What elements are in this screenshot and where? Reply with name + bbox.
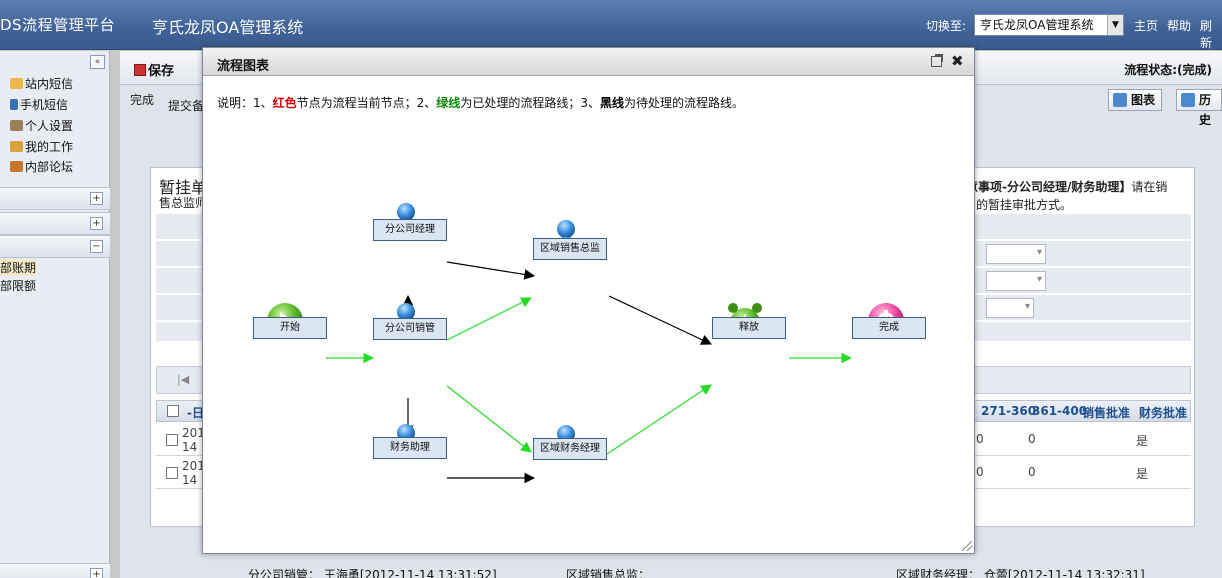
legend-note: 说明：1、红色节点为流程当前节点；2、绿线为已处理的流程路线；3、黑线为待处理的… bbox=[217, 96, 744, 110]
grid-header-cell[interactable]: 销售批准 bbox=[1082, 406, 1131, 420]
approval-regional-finance: 区域财务经理： 仓蕾[2012-11-14 13:32:31] bbox=[896, 568, 1145, 578]
flow-chart-dialog: 流程图表 ✖ 说明：1、红色节点为流程当前节点；2、绿线为已处理的流程路线；3、… bbox=[202, 47, 975, 554]
history-icon bbox=[1181, 93, 1195, 107]
sidebar-item-mail[interactable]: 站内短信 bbox=[10, 75, 73, 93]
sidebar-group-3[interactable]: − bbox=[0, 235, 110, 258]
system-switch-select[interactable]: 亨氏龙凤OA管理系统 ▼ bbox=[974, 14, 1124, 36]
node-finance-assistant[interactable]: 财务助理 bbox=[373, 437, 447, 459]
done-label: 完成 bbox=[130, 93, 155, 107]
grid-header-cell[interactable]: 271-360 bbox=[981, 404, 1037, 418]
sidebar: « 站内短信 手机短信 个人设置 我的工作 内部论坛 + + − 部账期 部限额… bbox=[0, 51, 110, 578]
sidebar-item-sms[interactable]: 手机短信 bbox=[10, 96, 68, 114]
top-header: DS流程管理平台 亨氏龙凤OA管理系统 切换至: 亨氏龙凤OA管理系统 ▼ 主页… bbox=[0, 0, 1222, 50]
chart-button[interactable]: 图表 bbox=[1108, 89, 1163, 111]
submit-label: 提交备 bbox=[168, 99, 205, 113]
form-select[interactable] bbox=[986, 271, 1046, 291]
sidebar-group-2[interactable]: + bbox=[0, 212, 110, 235]
node-regional-sales-director[interactable]: 区域销售总监 bbox=[533, 238, 607, 260]
edge-sales-regional-finance bbox=[446, 385, 532, 453]
expand-icon[interactable]: + bbox=[90, 192, 103, 205]
approval-branch-sales: 分公司销管： 王海勇[2012-11-14 13:31:52] bbox=[248, 568, 497, 578]
expand-icon[interactable]: + bbox=[90, 568, 103, 578]
panel-note: 意事项-分公司经理/财务助理】请在销 bbox=[966, 180, 1168, 194]
date-input[interactable] bbox=[986, 298, 1034, 318]
forum-icon bbox=[10, 161, 23, 172]
work-icon bbox=[10, 141, 23, 152]
sidebar-sub-item[interactable]: 部限额 bbox=[0, 279, 37, 293]
system-switch-value: 亨氏龙凤OA管理系统 bbox=[980, 18, 1094, 32]
sidebar-item-work[interactable]: 我的工作 bbox=[10, 138, 73, 156]
save-button[interactable]: 保存 bbox=[134, 60, 174, 79]
first-page-icon[interactable]: |◀ bbox=[177, 373, 190, 386]
switch-label: 切换至: bbox=[926, 19, 967, 33]
node-release[interactable]: 释放 bbox=[712, 317, 786, 339]
maximize-icon[interactable] bbox=[931, 54, 943, 67]
grid-header-cell[interactable]: 361-400 bbox=[1032, 404, 1088, 418]
chart-icon bbox=[1113, 93, 1127, 107]
mail-icon bbox=[10, 78, 23, 89]
platform-title: DS流程管理平台 bbox=[0, 16, 116, 34]
node-branch-manager[interactable]: 分公司经理 bbox=[373, 219, 447, 241]
panel-subtitle: 售总监师 bbox=[159, 196, 208, 210]
settings-icon bbox=[10, 120, 23, 131]
form-select[interactable] bbox=[986, 244, 1046, 264]
panel-title: 暂挂单 bbox=[159, 178, 208, 197]
edge-regional-sales-release bbox=[608, 295, 712, 345]
node-complete[interactable]: 完成 bbox=[852, 317, 926, 339]
node-branch-sales[interactable]: 分公司销管 bbox=[373, 318, 447, 340]
home-link[interactable]: 主页 bbox=[1134, 19, 1159, 33]
phone-icon bbox=[10, 99, 18, 110]
dialog-title: 流程图表 bbox=[217, 59, 270, 74]
close-icon[interactable]: ✖ bbox=[951, 52, 964, 70]
edge-manager-regional-sales bbox=[446, 261, 536, 280]
edge-sales-regional-sales bbox=[446, 297, 532, 341]
row-checkbox[interactable] bbox=[166, 467, 178, 479]
collapse-sidebar-icon[interactable]: « bbox=[90, 55, 105, 69]
grid-header-cell: -日 bbox=[187, 406, 204, 420]
expand-icon[interactable]: + bbox=[90, 217, 103, 230]
row-checkbox[interactable] bbox=[166, 434, 178, 446]
sidebar-item-settings[interactable]: 个人设置 bbox=[10, 117, 73, 135]
edge-regional-finance-release bbox=[606, 384, 712, 455]
help-link[interactable]: 帮助 bbox=[1167, 19, 1192, 33]
sidebar-group-1[interactable]: + bbox=[0, 187, 110, 210]
resize-grip-icon[interactable] bbox=[962, 541, 972, 551]
workflow-status: 流程状态:(完成) bbox=[1124, 63, 1212, 77]
sidebar-group-bottom[interactable]: + bbox=[0, 563, 110, 578]
system-title: 亨氏龙凤OA管理系统 bbox=[152, 18, 304, 37]
grid-header-cell[interactable]: 财务批准 bbox=[1139, 406, 1188, 420]
save-icon bbox=[134, 64, 146, 76]
dialog-header[interactable]: 流程图表 ✖ bbox=[203, 48, 974, 76]
node-regional-finance-manager[interactable]: 区域财务经理 bbox=[533, 438, 607, 460]
node-start[interactable]: 开始 bbox=[253, 317, 327, 339]
panel-note-line2: 的暂挂审批方式。 bbox=[976, 198, 1073, 212]
sidebar-sub-item[interactable]: 部账期 bbox=[0, 259, 37, 276]
select-all-checkbox[interactable] bbox=[167, 405, 179, 417]
sidebar-item-forum[interactable]: 内部论坛 bbox=[10, 158, 73, 176]
approval-regional-sales: 区域销售总监： bbox=[566, 568, 651, 578]
refresh-link[interactable]: 刷新 bbox=[1200, 19, 1213, 50]
collapse-icon[interactable]: − bbox=[90, 240, 103, 253]
chevron-down-icon[interactable]: ▼ bbox=[1107, 15, 1123, 35]
flow-diagram bbox=[267, 203, 904, 484]
history-button[interactable]: 历史 bbox=[1176, 89, 1222, 127]
